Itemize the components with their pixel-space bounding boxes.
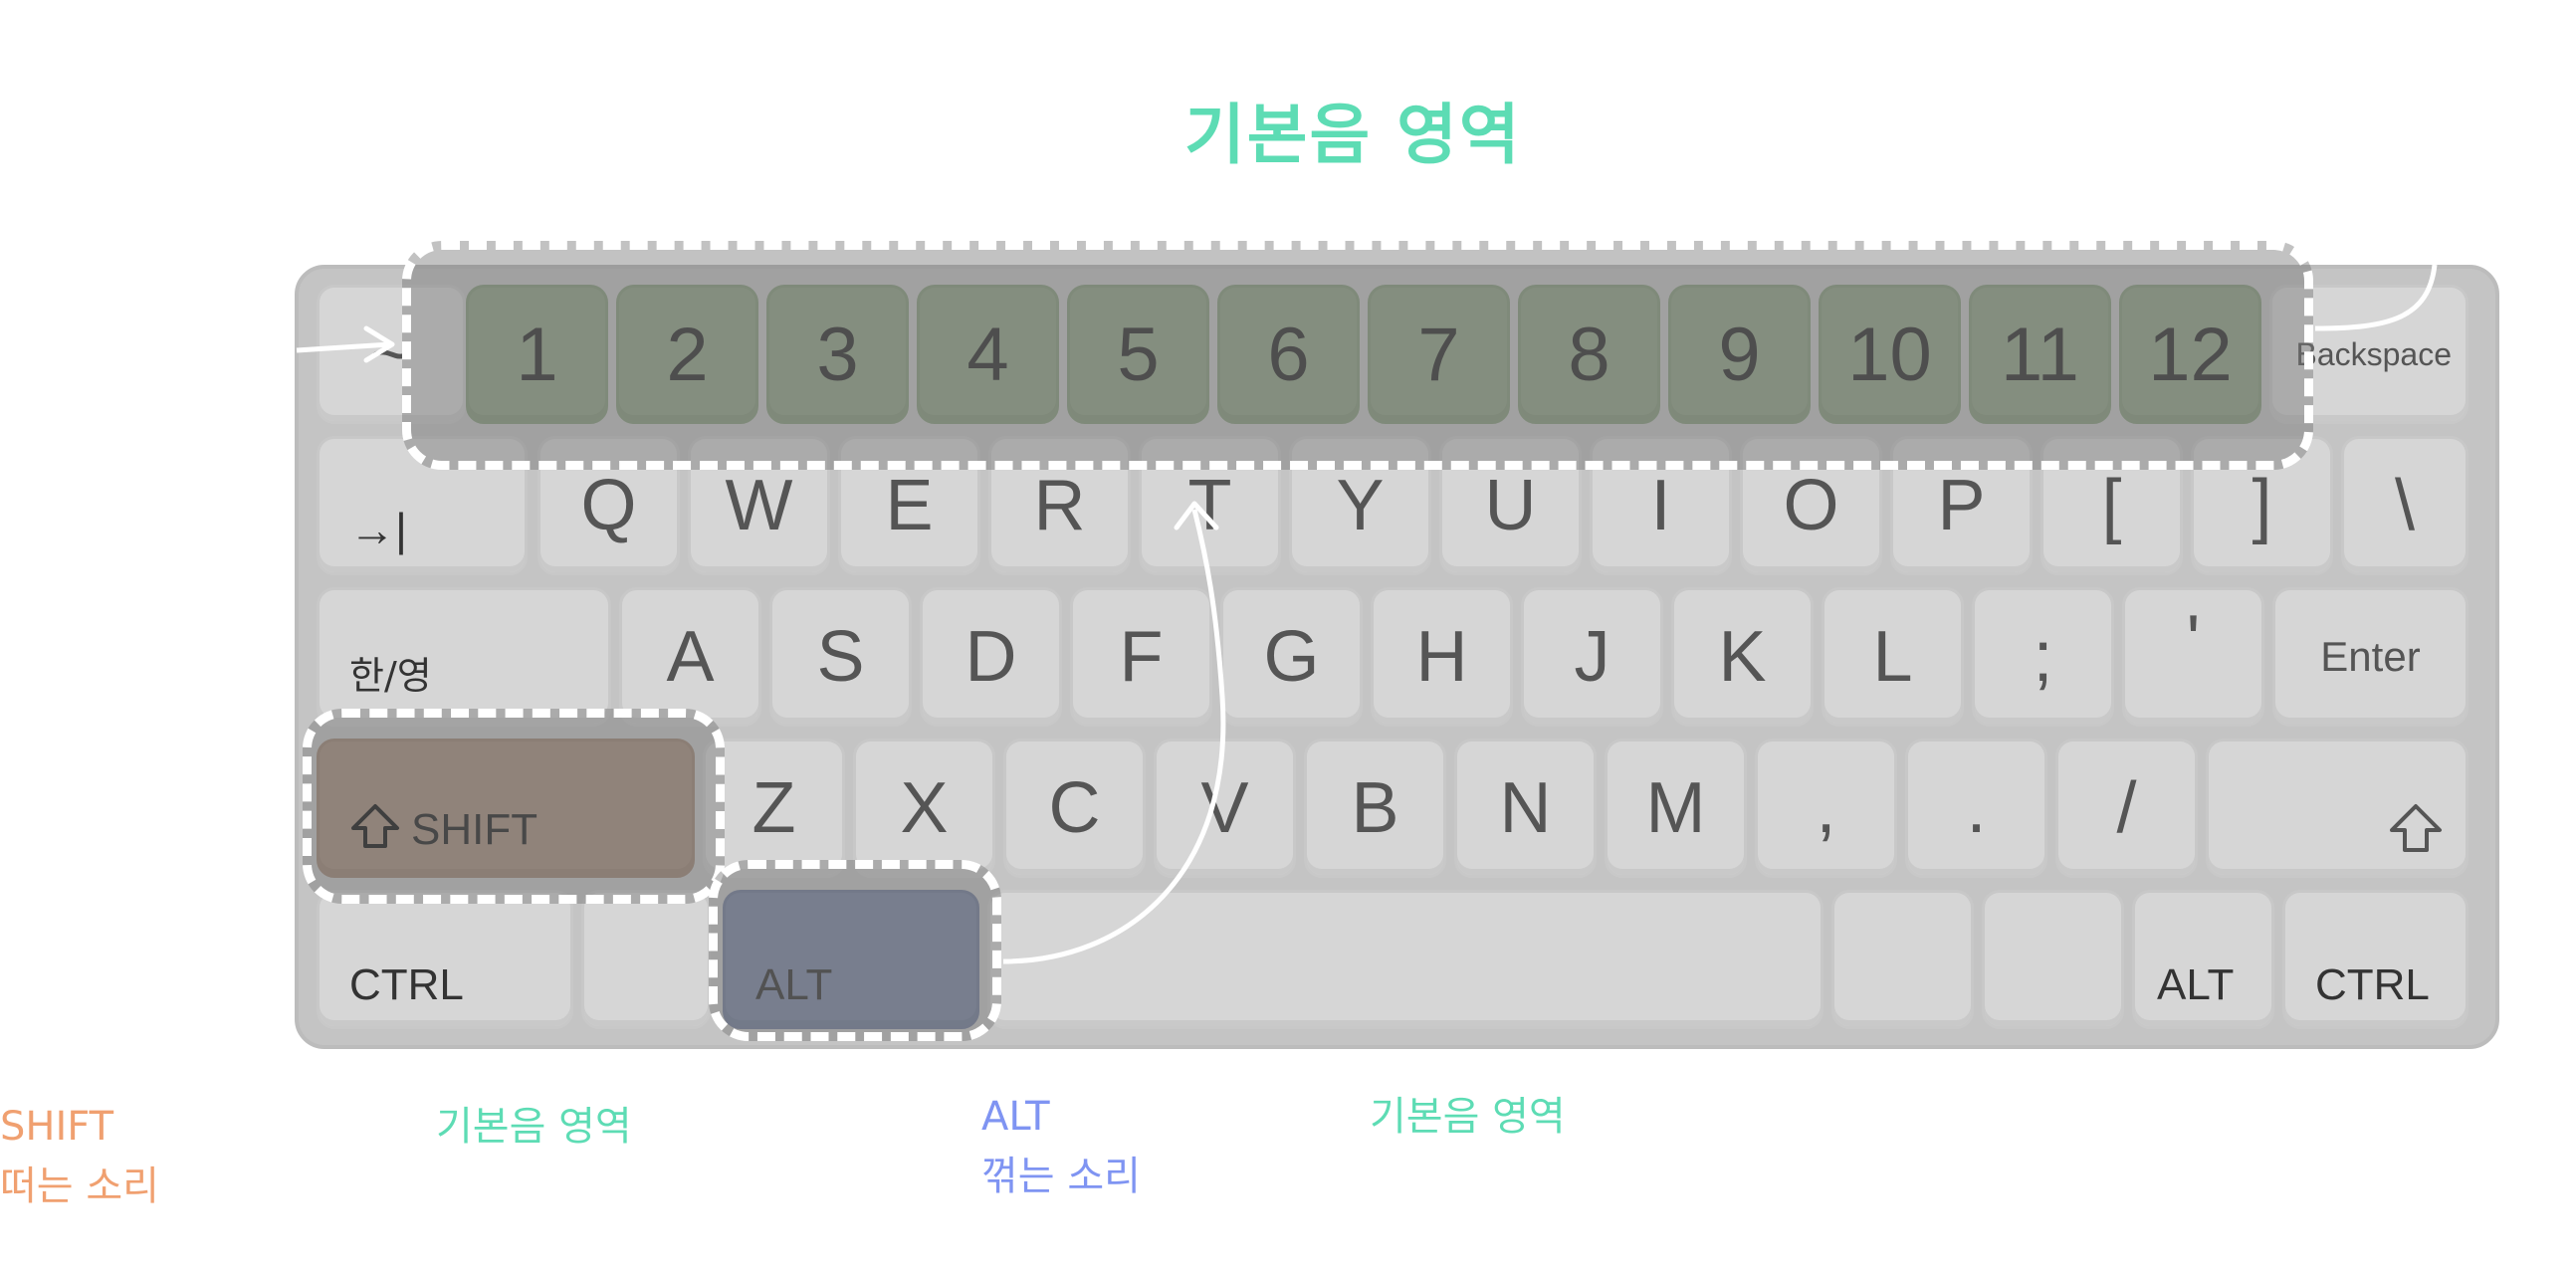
- key-bracket-right[interactable]: ]: [2191, 436, 2333, 575]
- shift-arrow-icon: [349, 802, 401, 855]
- key-alt-right[interactable]: ALT: [2132, 890, 2274, 1029]
- shift-arrow-icon: [2388, 802, 2444, 859]
- key-backslash[interactable]: \: [2341, 436, 2469, 575]
- arrow-left-to-tilde: [296, 341, 391, 353]
- key-r[interactable]: R: [988, 436, 1131, 575]
- legend-shift-desc: 떠는 소리: [0, 1164, 159, 1209]
- key-4[interactable]: 4: [917, 285, 1059, 424]
- legend-base-1: 기본음 영역: [436, 1104, 632, 1150]
- key-blank-right-1[interactable]: [1831, 890, 1974, 1029]
- legend-alt: ALT 꺾는 소리: [981, 1087, 1141, 1206]
- key-slash[interactable]: /: [2055, 739, 2198, 878]
- key-j[interactable]: J: [1521, 587, 1663, 727]
- shift-region-highlight: [303, 709, 725, 904]
- base-tone-region-highlight: [402, 241, 2313, 470]
- key-quote[interactable]: ': [2122, 587, 2264, 727]
- key-period[interactable]: .: [1905, 739, 2047, 878]
- arrow-alt-head: [1174, 501, 1219, 530]
- legend-shift: SHIFT 떠는 소리: [0, 1097, 159, 1216]
- arrow-right-curve: [2314, 264, 2438, 331]
- legend-alt-desc: 꺾는 소리: [981, 1154, 1141, 1199]
- key-blank-left[interactable]: [581, 890, 711, 1029]
- key-spacebar[interactable]: [987, 890, 1824, 1029]
- key-blank-right-2[interactable]: [1982, 890, 2124, 1029]
- base-region-title: 기본음 영역: [1184, 97, 1522, 173]
- alt-region-highlight: [709, 860, 1001, 1041]
- arrow-alt-to-t: [1002, 509, 1226, 964]
- arrow-left-head: [363, 325, 395, 363]
- key-shift-right[interactable]: [2206, 739, 2469, 878]
- key-3[interactable]: 3: [766, 285, 909, 424]
- key-m[interactable]: M: [1605, 739, 1747, 878]
- legend-alt-title: ALT: [981, 1094, 1050, 1140]
- legend-shift-title: SHIFT: [0, 1104, 114, 1150]
- legend-base-2: 기본음 영역: [1370, 1094, 1566, 1140]
- key-semicolon[interactable]: ;: [1972, 587, 2114, 727]
- key-ctrl-left[interactable]: CTRL: [317, 890, 573, 1029]
